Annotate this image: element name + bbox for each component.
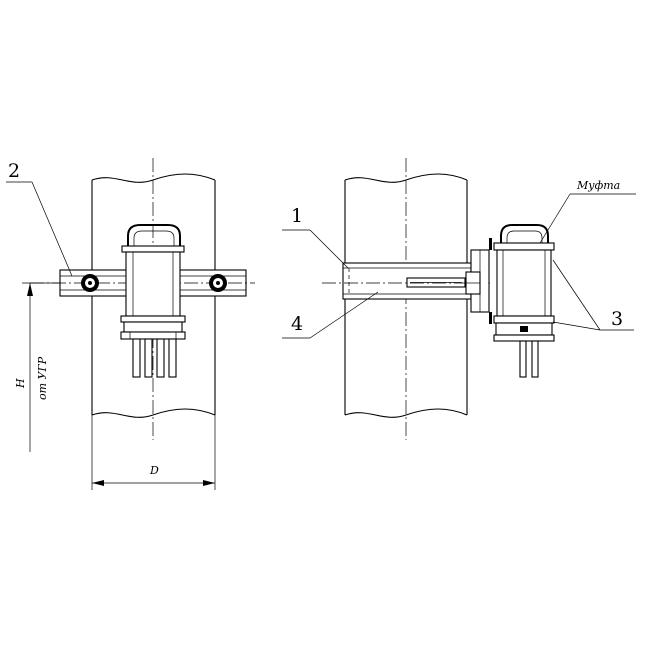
- coupling-label: Муфта: [576, 179, 620, 192]
- dimension-height: H от УГР: [14, 282, 60, 452]
- callout-coupling: Муфта: [539, 179, 636, 244]
- side-view: 1 4 Муфта 3: [282, 158, 636, 440]
- callout-1: 1: [282, 205, 349, 269]
- diameter-label: D: [149, 464, 159, 477]
- sensor-side: [493, 224, 555, 378]
- callout-3-text: 3: [611, 308, 623, 330]
- callout-3: 3: [552, 259, 634, 331]
- callout-4: 4: [282, 291, 379, 339]
- callout-4-text: 4: [291, 313, 303, 335]
- height-label: H: [14, 378, 27, 389]
- dimension-diameter: D: [91, 415, 216, 490]
- bracket-side: [322, 262, 492, 300]
- callout-2-text: 2: [8, 160, 20, 182]
- height-ref-label: от УГР: [36, 356, 49, 400]
- callout-1-text: 1: [291, 205, 303, 227]
- mounting-plate: [465, 238, 492, 324]
- clamp-bolt-left: [81, 274, 99, 292]
- sensor-front: [120, 224, 186, 378]
- clamp-bolt-right: [209, 274, 227, 292]
- front-view: H от УГР D 2: [6, 158, 255, 490]
- callout-2: 2: [6, 160, 73, 277]
